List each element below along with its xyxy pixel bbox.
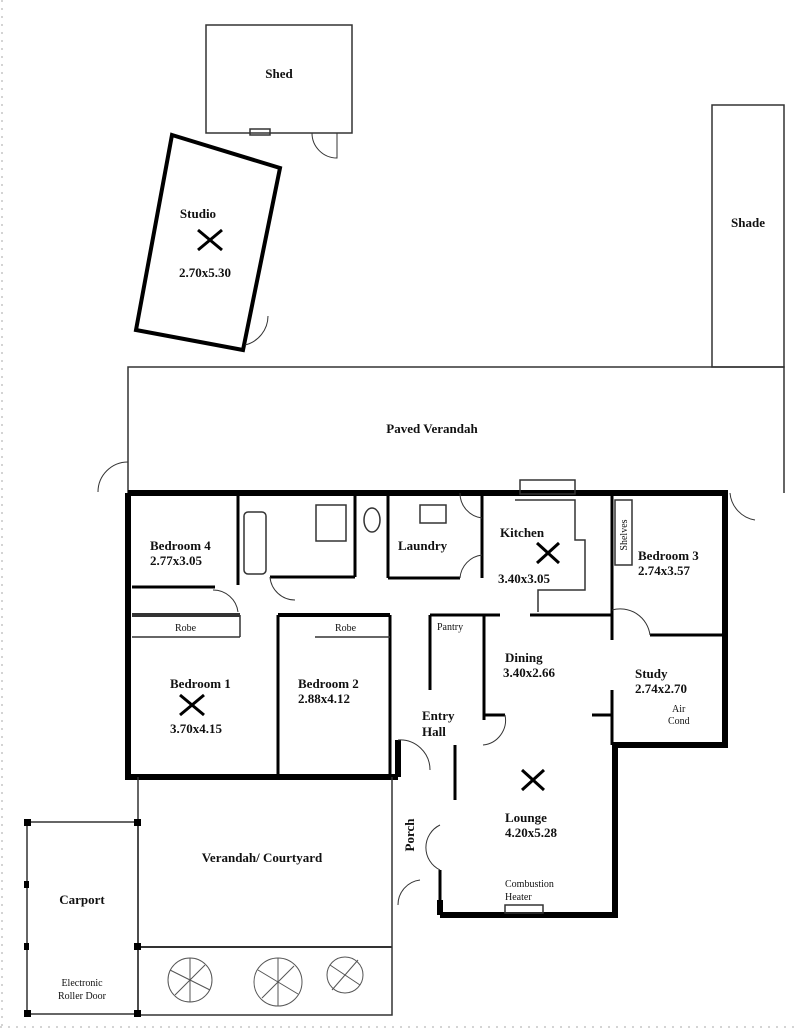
roller-door-label: Electronic	[61, 978, 103, 989]
bedroom3-size: 2.74x3.57	[638, 563, 691, 578]
courtyard: Verandah/ Courtyard	[137, 777, 393, 1016]
entry-hall-label: Hall	[422, 724, 446, 739]
bedroom4-label: Bedroom 4	[150, 538, 211, 553]
air-cond-label: Air	[672, 704, 686, 715]
bedroom1-size: 3.70x4.15	[170, 721, 223, 736]
shed: Shed	[205, 24, 353, 159]
heater-label: Heater	[505, 892, 532, 903]
kitchen-label: Kitchen	[500, 525, 545, 540]
trough-icon	[419, 504, 447, 524]
courtyard-label: Verandah/ Courtyard	[202, 850, 323, 865]
dining-size: 3.40x2.66	[503, 665, 556, 680]
bedroom2-size: 2.88x4.12	[298, 691, 350, 706]
lounge-size: 4.20x5.28	[505, 825, 558, 840]
shower-icon	[315, 504, 347, 542]
ceiling-fan-icon	[179, 541, 561, 792]
bath-icon	[243, 511, 267, 575]
pantry-label: Pantry	[437, 622, 463, 633]
studio: Studio 2.70x5.30	[133, 132, 283, 353]
bedroom4-size: 2.77x3.05	[150, 553, 203, 568]
shelves-label: Shelves	[619, 519, 630, 550]
study-size: 2.74x2.70	[635, 681, 687, 696]
bedroom3-label: Bedroom 3	[638, 548, 699, 563]
shade-label: Shade	[731, 215, 765, 230]
carport: Carport Electronic Roller Door	[24, 819, 141, 1017]
porch-label: Porch	[402, 818, 417, 852]
studio-label: Studio	[180, 206, 216, 221]
bedroom1-label: Bedroom 1	[170, 676, 231, 691]
air-cond-label: Cond	[668, 716, 690, 727]
study-label: Study	[635, 666, 668, 681]
toilet-icon	[363, 507, 381, 533]
robe-label: Robe	[175, 623, 197, 634]
plant-icon	[167, 956, 364, 1007]
shed-label: Shed	[265, 66, 293, 81]
paved-verandah-label: Paved Verandah	[386, 421, 478, 436]
robe-label: Robe	[335, 623, 357, 634]
lounge-label: Lounge	[505, 810, 547, 825]
kitchen-size: 3.40x3.05	[498, 571, 551, 586]
laundry-label: Laundry	[398, 538, 448, 553]
heater-label: Combustion	[505, 879, 554, 890]
roller-door-label: Roller Door	[58, 991, 107, 1002]
carport-label: Carport	[59, 892, 105, 907]
shade: Shade	[711, 104, 785, 368]
house-walls	[125, 479, 728, 918]
dining-label: Dining	[505, 650, 543, 665]
entry-hall-label: Entry	[422, 708, 455, 723]
paved-verandah: Paved Verandah	[97, 366, 785, 521]
studio-size: 2.70x5.30	[179, 265, 231, 280]
bedroom2-label: Bedroom 2	[298, 676, 359, 691]
